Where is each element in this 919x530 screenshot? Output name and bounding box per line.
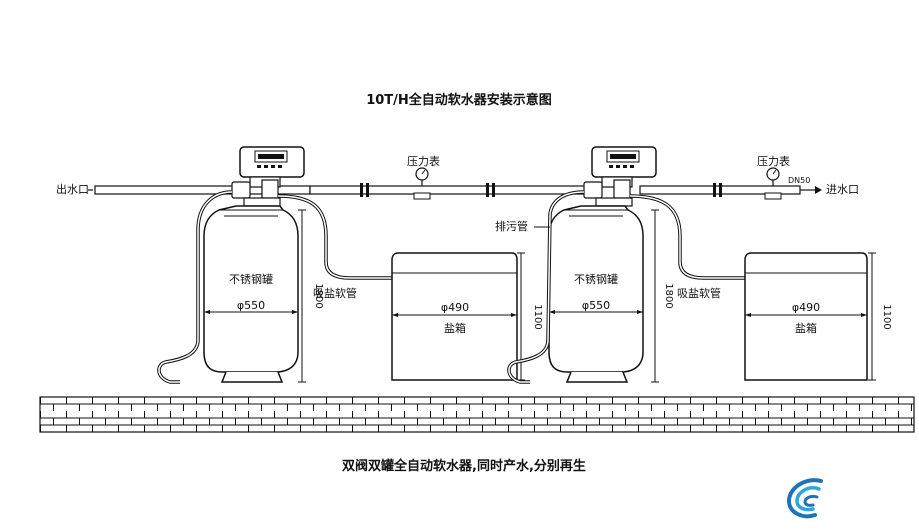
brine-box-diameter-left: φ490 (441, 301, 469, 314)
tank-height-dim-left: 1800 (298, 209, 324, 383)
pressure-gauge-1: 压力表 (407, 154, 440, 200)
inlet-arrow-icon (800, 186, 822, 194)
diagram-title: 10T/H全自动软水器安装示意图 (366, 92, 552, 108)
brine-box-height-dim-right: 1100 (868, 252, 892, 381)
brine-box-height-label-left: 1100 (532, 304, 543, 329)
tank-height-dim-right: 1800 (651, 209, 674, 383)
resin-tank-left: 不锈钢罐 φ550 (203, 205, 299, 383)
pressure-gauge-label-2: 压力表 (757, 154, 790, 168)
brine-hose-label-right: 吸盐软管 (677, 286, 721, 300)
brine-hose-label-left: 吸盐软管 (313, 286, 357, 300)
drain-label: 排污管 (495, 219, 528, 233)
inlet-label: 进水口 (826, 183, 859, 196)
softener-unit-left: 不锈钢罐 φ550 1800 吸盐软管 φ490 盐箱 (157, 146, 543, 384)
softener-unit-right: 不锈钢罐 φ550 1800 排污管 吸盐软管 φ490 盐箱 (495, 146, 892, 384)
main-pipe (94, 185, 801, 195)
pipe-size-label: DN50 (788, 176, 810, 185)
pressure-gauge-label-1: 压力表 (407, 154, 440, 168)
brine-box-left: φ490 盐箱 (391, 252, 518, 381)
tank-height-label-right: 1800 (663, 283, 674, 308)
brine-box-height-label-right: 1100 (881, 304, 892, 329)
pipe-couplings (360, 183, 722, 197)
brine-box-label-left: 盐箱 (444, 321, 466, 335)
control-valve-left (231, 146, 305, 207)
control-valve-right (583, 146, 657, 207)
logo-icon (786, 478, 823, 519)
outlet-label: 出水口 (56, 182, 89, 196)
tank-label-right: 不锈钢罐 (574, 273, 618, 286)
diagram-caption: 双阀双罐全自动软水器,同时产水,分别再生 (342, 458, 586, 474)
brick-floor (39, 396, 915, 433)
brine-hose-right (629, 194, 745, 280)
brine-box-diameter-right: φ490 (792, 301, 820, 314)
tank-diameter-right: φ550 (582, 299, 610, 312)
tank-label-left: 不锈钢罐 (229, 273, 273, 286)
resin-tank-right: 不锈钢罐 φ550 (548, 205, 644, 383)
pressure-gauge-2: 压力表 DN50 (757, 154, 810, 200)
tank-height-label-left: 1800 (313, 283, 324, 308)
brine-box-right: φ490 盐箱 (744, 252, 868, 381)
tank-diameter-left: φ550 (237, 299, 265, 312)
brine-box-label-right: 盐箱 (795, 321, 817, 335)
